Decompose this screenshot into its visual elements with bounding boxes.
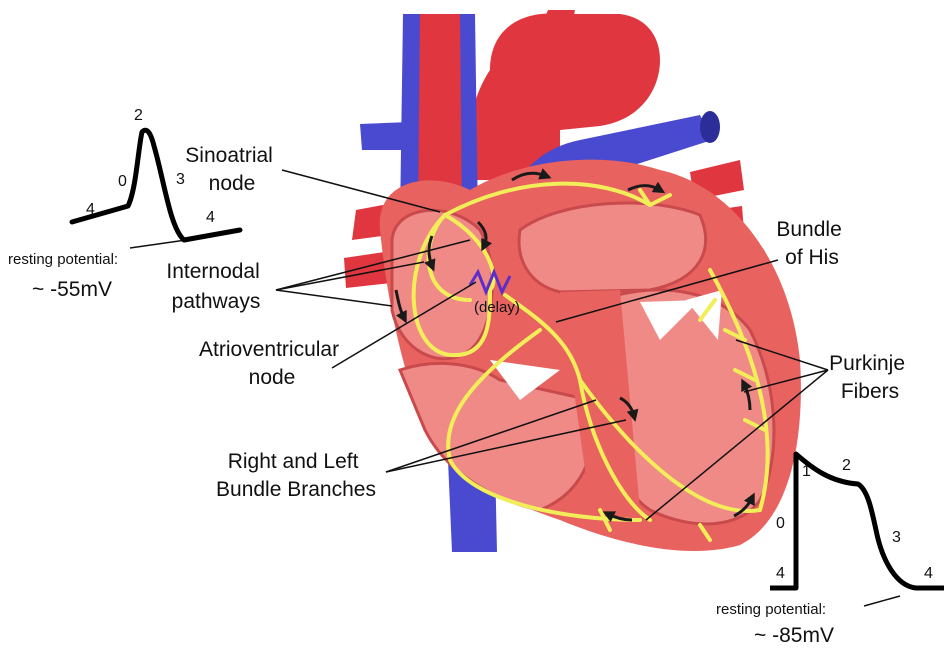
label-sinoatrial: Sinoatrial node — [185, 144, 278, 195]
sa-resting-value: ~ -55mV — [32, 278, 112, 301]
leader-ventricular-resting — [864, 596, 900, 606]
sa-phase-3: 3 — [176, 171, 185, 188]
sa-resting-label: resting potential: — [8, 251, 118, 268]
vein-stub-left — [360, 122, 410, 150]
ventricular-potential-curve — [770, 454, 944, 588]
vent-phase-4-right: 4 — [924, 565, 933, 582]
left-atrium — [519, 203, 705, 292]
delay-label: (delay) — [474, 299, 520, 316]
vent-resting-value: ~ -85mV — [754, 624, 834, 647]
vent-phase-3: 3 — [892, 529, 901, 546]
sa-phase-2: 2 — [134, 107, 143, 124]
vent-phase-2: 2 — [842, 457, 851, 474]
label-bundle-branches: Right and Left Bundle Branches — [216, 450, 376, 501]
sa-phase-4-left: 4 — [86, 201, 95, 218]
leader-sa-resting — [130, 240, 186, 248]
pulmonary-artery-opening — [700, 111, 720, 143]
sa-phase-4-right: 4 — [206, 209, 215, 226]
label-internodal: Internodal pathways — [166, 260, 265, 313]
sa-phase-0: 0 — [118, 173, 127, 190]
vent-phase-4-left: 4 — [776, 565, 785, 582]
label-atrioventricular: Atrioventricular node — [199, 338, 345, 389]
vent-phase-1: 1 — [802, 463, 811, 480]
vent-resting-label: resting potential: — [716, 601, 826, 618]
leader-internodal-3 — [276, 290, 392, 306]
vent-phase-0: 0 — [776, 515, 785, 532]
label-purkinje: Purkinje Fibers — [829, 352, 911, 403]
label-bundle-his: Bundle of His — [776, 218, 847, 269]
right-atrium — [392, 210, 492, 358]
